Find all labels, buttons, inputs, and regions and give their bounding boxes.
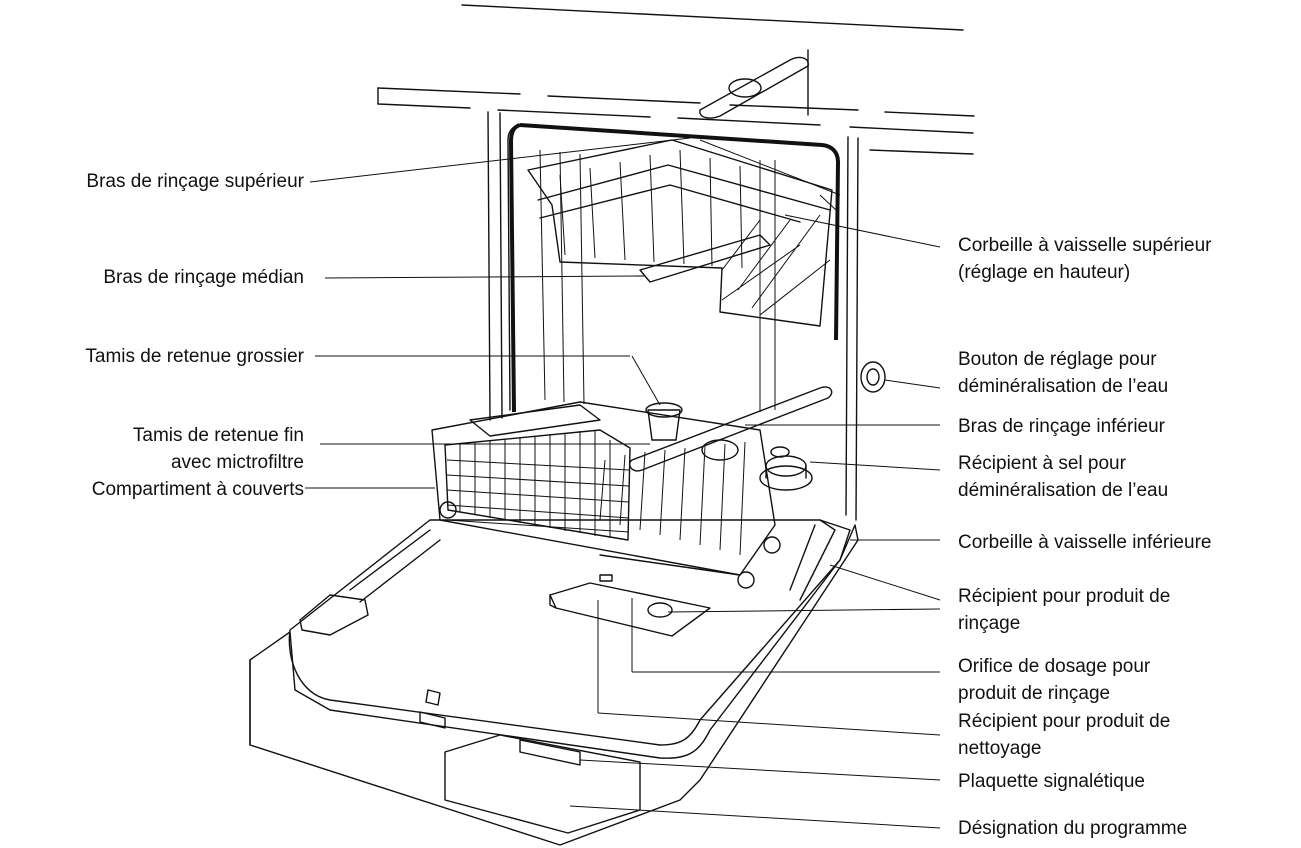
- label-plaquette: Plaquette signalétique: [958, 768, 1145, 795]
- leader-lines: [305, 137, 941, 829]
- upper-basket: [527, 139, 841, 327]
- label-corbeille-superieur: Corbeille à vaisselle supérieur (réglage…: [958, 232, 1211, 286]
- label-tamis-fin: Tamis de retenue fin avec mictrofiltre: [133, 422, 304, 476]
- label-orifice-dosage: Orifice de dosage pour produit de rinçag…: [958, 653, 1150, 707]
- label-designation-programme: Désignation du programme: [958, 815, 1187, 842]
- label-recipient-rincage: Récipient pour produit de rinçage: [958, 583, 1170, 637]
- label-line: déminéralisation de l’eau: [958, 480, 1169, 501]
- label-bras-median: Bras de rinçage médian: [103, 264, 304, 291]
- label-line: Bouton de réglage pour: [958, 349, 1157, 370]
- coarse-filter: [645, 402, 683, 441]
- label-line: Bras de rinçage médian: [103, 267, 304, 288]
- label-line: Corbeille à vaisselle inférieure: [958, 532, 1212, 553]
- label-recipient-nettoyage: Récipient pour produit de nettoyage: [958, 708, 1170, 762]
- label-line: rinçage: [958, 613, 1021, 634]
- label-corbeille-inferieure: Corbeille à vaisselle inférieure: [958, 529, 1211, 556]
- label-line: Bras de rinçage supérieur: [86, 171, 304, 192]
- label-line: Compartiment à couverts: [91, 479, 304, 500]
- label-line: nettoyage: [958, 738, 1042, 759]
- label-tamis-grossier: Tamis de retenue grossier: [85, 343, 304, 370]
- top-spray-arm: [699, 49, 809, 119]
- tub: [487, 111, 859, 521]
- label-line: produit de rinçage: [958, 683, 1111, 704]
- lower-spray-arm: [628, 386, 833, 472]
- label-line: Orifice de dosage pour: [958, 656, 1151, 677]
- countertop: [377, 4, 975, 155]
- label-line: Plaquette signalétique: [958, 771, 1145, 792]
- label-recipient-sel: Récipient à sel pour déminéralisation de…: [958, 450, 1168, 504]
- label-line: Désignation du programme: [958, 818, 1188, 839]
- label-line: avec mictrofiltre: [170, 452, 304, 473]
- label-compartiment-couverts: Compartiment à couverts: [92, 476, 304, 503]
- softener-knob: [860, 361, 886, 393]
- label-line: Corbeille à vaisselle supérieur: [958, 235, 1212, 256]
- label-line: Récipient pour produit de: [958, 711, 1171, 732]
- label-line: Tamis de retenue fin: [132, 425, 304, 446]
- door: [249, 519, 859, 846]
- label-bras-inferieur: Bras de rinçage inférieur: [958, 413, 1165, 440]
- label-line: déminéralisation de l’eau: [958, 376, 1169, 397]
- lower-basket: [431, 401, 781, 589]
- label-bouton-reglage: Bouton de réglage pour déminéralisation …: [958, 346, 1168, 400]
- label-line: Récipient pour produit de: [958, 586, 1171, 607]
- label-line: Bras de rinçage inférieur: [958, 416, 1165, 437]
- label-line: Tamis de retenue grossier: [85, 346, 304, 367]
- label-bras-superieur: Bras de rinçage supérieur: [86, 168, 304, 195]
- cutlery-basket: [444, 404, 631, 541]
- label-line: (réglage en hauteur): [958, 262, 1131, 283]
- label-line: Récipient à sel pour: [958, 453, 1126, 474]
- detergent-dispenser: [549, 574, 711, 637]
